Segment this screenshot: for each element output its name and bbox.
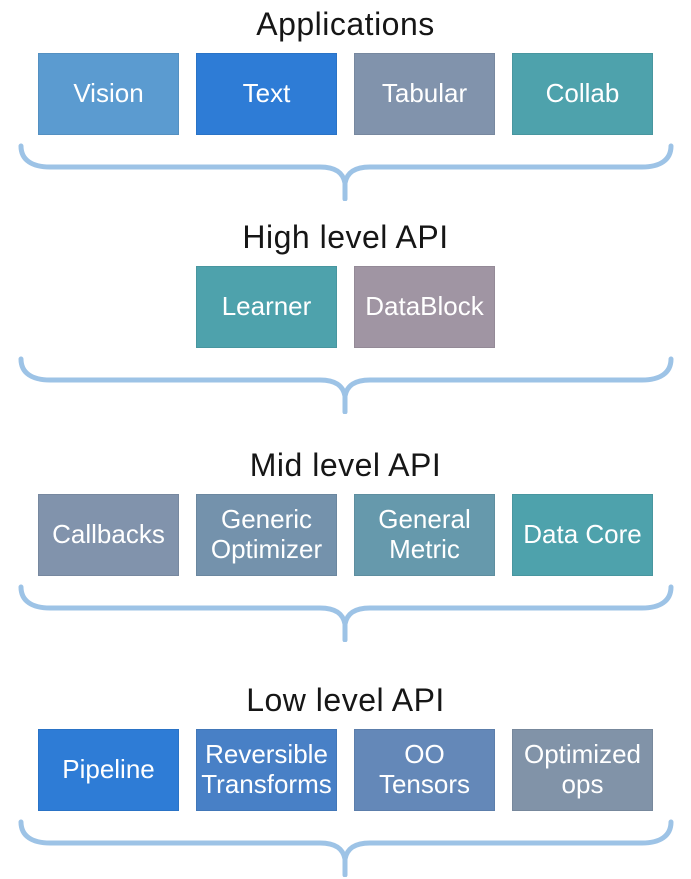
box-row: Callbacks Generic Optimizer General Metric… <box>0 494 691 576</box>
section-title: Low level API <box>246 682 445 718</box>
curly-brace-icon <box>18 819 673 877</box>
api-section: High level API Learner DataBlock <box>0 201 691 414</box>
section-title: Mid level API <box>249 447 442 483</box>
section-title: High level API <box>242 219 449 255</box>
api-section: Mid level API Callbacks Generic Optimizer… <box>0 414 691 642</box>
box-row: Learner DataBlock <box>0 266 691 348</box>
api-section: Low level API Pipeline Reversible Transfo… <box>0 642 691 877</box>
api-box-label: Data Core <box>523 519 642 550</box>
api-box: Vision <box>38 53 179 135</box>
api-box-label: Optimized ops <box>523 739 642 799</box>
api-box-label: Text <box>242 78 291 109</box>
api-box-label: General Metric <box>378 504 471 564</box>
curly-brace-icon <box>18 584 673 642</box>
api-box: Tabular <box>354 53 495 135</box>
api-box: Learner <box>196 266 337 348</box>
api-box-label: OO Tensors <box>378 739 471 799</box>
api-box: DataBlock <box>354 266 495 348</box>
api-box-label: Learner <box>221 291 312 322</box>
api-box-label: Vision <box>73 78 144 109</box>
api-box: Generic Optimizer <box>196 494 337 576</box>
api-box-label: Tabular <box>381 78 468 109</box>
api-box-label: Pipeline <box>62 754 155 785</box>
api-box: Text <box>196 53 337 135</box>
api-box: General Metric <box>354 494 495 576</box>
api-section: Applications Vision Text Tabular Collab <box>0 0 691 201</box>
api-box: Pipeline <box>38 729 179 811</box>
api-box-label: Collab <box>545 78 620 109</box>
api-box: Optimized ops <box>512 729 653 811</box>
api-box-label: Generic Optimizer <box>210 504 323 564</box>
api-box: Reversible Transforms <box>196 729 337 811</box>
api-box-label: DataBlock <box>365 291 484 322</box>
section-title: Applications <box>256 6 435 42</box>
api-box: OO Tensors <box>354 729 495 811</box>
box-row: Pipeline Reversible Transforms OO Tensors O… <box>0 729 691 811</box>
curly-brace-icon <box>18 143 673 201</box>
api-box: Collab <box>512 53 653 135</box>
api-box: Data Core <box>512 494 653 576</box>
api-box: Callbacks <box>38 494 179 576</box>
curly-brace-icon <box>18 356 673 414</box>
box-row: Vision Text Tabular Collab <box>0 53 691 135</box>
api-box-label: Callbacks <box>52 519 165 550</box>
api-box-label: Reversible Transforms <box>201 739 332 799</box>
